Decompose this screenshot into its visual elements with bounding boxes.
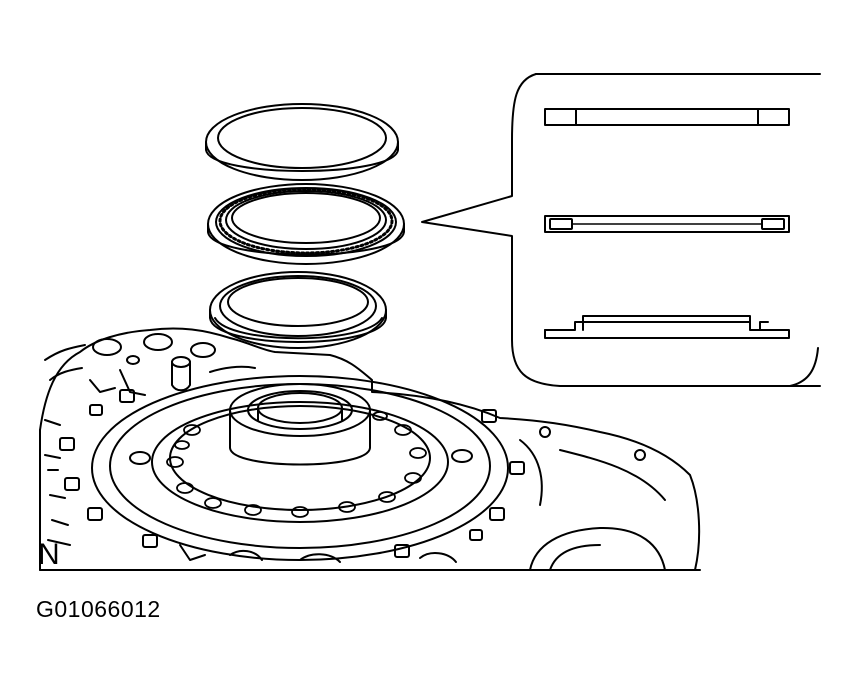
- figure-code-label: G01066012: [36, 596, 161, 622]
- cross-section-callout: [421, 73, 821, 387]
- clutch-drum: [91, 375, 509, 561]
- section-needle-bearing: [544, 215, 790, 233]
- thrust-washer-upper: [205, 103, 399, 181]
- bolt-hole-ring: [166, 411, 427, 518]
- thrust-race-lower: [209, 271, 387, 349]
- section-stepped-race: [544, 315, 790, 339]
- section-flat-washer: [544, 108, 790, 126]
- transmission-case: [39, 327, 701, 571]
- case-bolts-left: [44, 389, 158, 548]
- view-letter-label: N: [38, 538, 60, 571]
- thrust-bearing: [207, 183, 405, 265]
- case-bolts-right: [394, 409, 666, 558]
